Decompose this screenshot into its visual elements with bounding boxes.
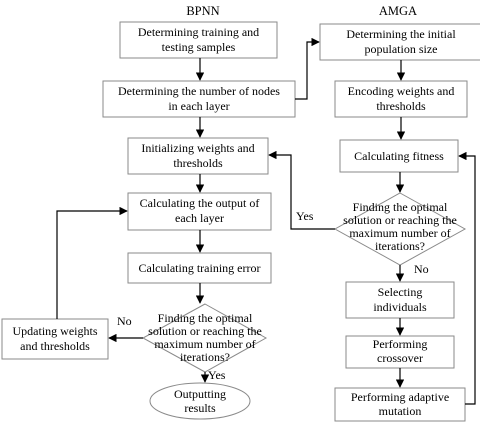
bpnn-header: BPNN (186, 4, 219, 18)
init-weights-box: Initializing weights and thresholds (127, 137, 269, 175)
arrow-nodes-to-population (295, 37, 320, 100)
init-weights-line2: thresholds (173, 156, 223, 170)
calc-output-line2: each layer (175, 211, 224, 225)
init-population-box: Determining the initial population size (319, 23, 480, 61)
arrow-decision-yes-to-init (268, 150, 335, 230)
amga-no-label: No (414, 262, 429, 276)
amga-header: AMGA (379, 4, 417, 18)
amga-decision-line2: solution or reaching the (343, 213, 457, 227)
output-results-line2: results (184, 401, 216, 415)
crossover-line1: Performing (373, 337, 428, 351)
init-population-line1: Determining the initial (346, 27, 456, 41)
arrow-mutation-to-fitness (458, 151, 476, 405)
determine-samples-box: Determining training and testing samples (119, 21, 278, 59)
bpnn-yes-label: Yes (208, 368, 226, 382)
arrow-update-to-output (56, 206, 128, 319)
init-weights-line1: Initializing weights and (141, 141, 254, 155)
encode-weights-line1: Encoding weights and (348, 84, 455, 98)
determine-nodes-box: Determining the number of nodes in each … (102, 80, 296, 118)
calc-fitness-box: Calculating fitness (339, 139, 459, 173)
calc-error-line1: Calculating training error (139, 261, 261, 275)
determine-nodes-line1: Determining the number of nodes (118, 84, 280, 98)
output-results-line1: Outputting (174, 387, 226, 401)
determine-samples-line1: Determining training and (138, 25, 259, 39)
crossover-box: Performing crossover (345, 335, 455, 369)
determine-nodes-line2: in each layer (168, 99, 229, 113)
select-box: Selecting individuals (345, 281, 455, 319)
bpnn-decision-line2: solution or reaching the (148, 324, 262, 338)
calc-error-box: Calculating training error (127, 252, 272, 284)
update-weights-line1: Updating weights (13, 324, 98, 338)
calc-output-line1: Calculating the output of (140, 196, 260, 210)
encode-weights-line2: thresholds (376, 99, 426, 113)
mutation-line1: Performing adaptive (351, 390, 449, 404)
determine-samples-line2: testing samples (162, 40, 236, 54)
amga-decision-line4: iterations? (375, 239, 425, 253)
bpnn-decision-line4: iterations? (180, 350, 230, 364)
encode-weights-box: Encoding weights and thresholds (334, 80, 468, 118)
crossover-line2: crossover (377, 351, 423, 365)
amga-decision-diamond: Finding the optimal solution or reaching… (333, 192, 467, 266)
bpnn-decision-diamond: Finding the optimal solution or reaching… (141, 303, 268, 373)
calc-fitness-line1: Calculating fitness (354, 149, 444, 163)
bpnn-decision-line1: Finding the optimal (158, 311, 253, 325)
bpnn-no-label: No (117, 314, 132, 328)
output-results-ellipse: Outputting results (149, 382, 251, 420)
update-weights-line2: and thresholds (20, 339, 90, 353)
amga-decision-line3: maximum number of (349, 226, 450, 240)
amga-yes-label: Yes (296, 209, 314, 223)
update-weights-box: Updating weights and thresholds (1, 318, 109, 360)
calc-output-box: Calculating the output of each layer (127, 192, 272, 231)
amga-decision-line1: Finding the optimal (353, 200, 448, 214)
select-line1: Selecting (378, 285, 423, 299)
mutation-box: Performing adaptive mutation (334, 387, 466, 422)
bpnn-decision-line3: maximum number of (154, 337, 255, 351)
select-line2: individuals (373, 300, 427, 314)
init-population-line2: population size (365, 42, 438, 56)
mutation-line2: mutation (379, 404, 422, 418)
